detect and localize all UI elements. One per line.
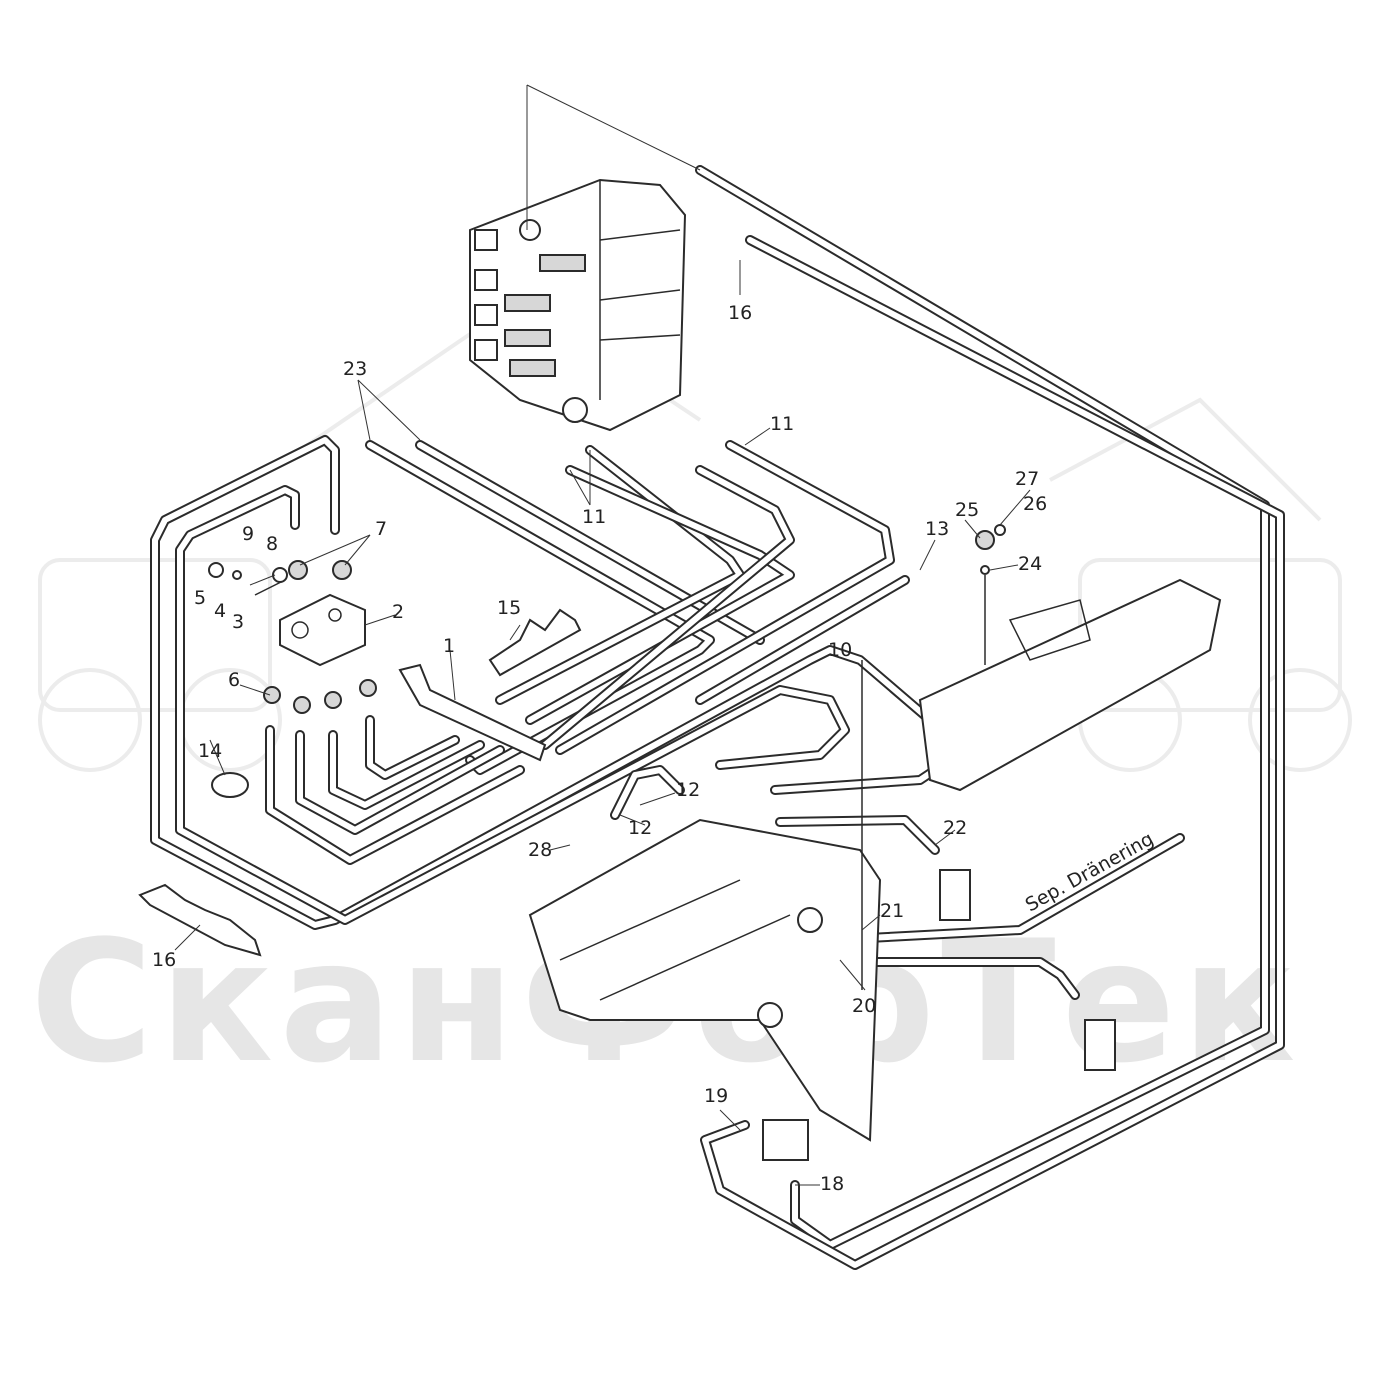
callout-1: 1 xyxy=(443,635,455,657)
callout-11-lower: 11 xyxy=(582,506,606,528)
callout-6: 6 xyxy=(228,669,240,691)
callout-18: 18 xyxy=(820,1173,844,1195)
boom-assembly xyxy=(528,578,1222,1161)
callout-19: 19 xyxy=(704,1085,728,1107)
callout-22: 22 xyxy=(943,817,967,839)
control-valve-block xyxy=(469,178,687,432)
callout-10: 10 xyxy=(828,639,852,661)
callout-13: 13 xyxy=(925,518,949,540)
callout-7: 7 xyxy=(375,518,387,540)
long-hoses xyxy=(695,165,1285,1270)
callout-16-upper: 16 xyxy=(728,302,752,324)
callout-12-lower: 12 xyxy=(628,817,652,839)
callout-26: 26 xyxy=(1023,493,1047,515)
leader-lines xyxy=(174,84,1031,1186)
hose-clamps xyxy=(138,608,582,957)
callout-11-upper: 11 xyxy=(770,413,794,435)
callout-3: 3 xyxy=(232,611,244,633)
small-fittings-right xyxy=(861,524,1006,990)
callout-4: 4 xyxy=(214,600,226,622)
lower-left-hoses xyxy=(265,715,685,865)
callout-9: 9 xyxy=(242,523,254,545)
callout-28: 28 xyxy=(528,839,552,861)
callout-12-upper: 12 xyxy=(676,779,700,801)
callout-5: 5 xyxy=(194,587,206,609)
pipe-tube xyxy=(398,663,547,762)
diagonal-hoses xyxy=(365,440,910,775)
callout-25: 25 xyxy=(955,499,979,521)
right-lower-hoses xyxy=(775,815,1185,1000)
callout-8: 8 xyxy=(266,533,278,555)
callout-21: 21 xyxy=(880,900,904,922)
callout-14: 14 xyxy=(198,740,222,762)
callout-2: 2 xyxy=(392,601,404,623)
callout-20: 20 xyxy=(852,995,876,1017)
callout-labels: 1 2 3 4 5 6 7 8 9 10 11 11 12 12 13 14 1… xyxy=(152,302,1047,1195)
callout-16-lower: 16 xyxy=(152,949,176,971)
callout-15: 15 xyxy=(497,597,521,619)
callout-27: 27 xyxy=(1015,468,1039,490)
callout-24: 24 xyxy=(1018,553,1042,575)
callout-23: 23 xyxy=(343,358,367,380)
hydraulic-block xyxy=(208,560,377,714)
